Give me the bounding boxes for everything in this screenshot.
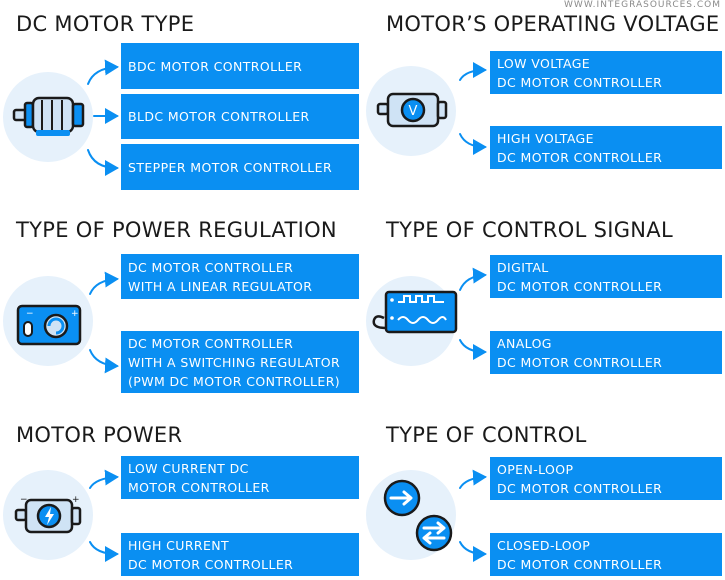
- power-regulator-icon: − +: [16, 304, 82, 346]
- svg-text:−: −: [26, 309, 34, 319]
- arrow-switching: [89, 349, 119, 374]
- box-label: DIGITAL DC MOTOR CONTROLLER: [497, 259, 663, 294]
- section-title-control-signal: TYPE OF CONTROL SIGNAL: [386, 218, 673, 242]
- box-label: HIGH VOLTAGE DC MOTOR CONTROLLER: [497, 130, 663, 165]
- dc-motor-icon: [12, 96, 85, 136]
- box-open-loop: OPEN-LOOP DC MOTOR CONTROLLER: [490, 457, 722, 500]
- box-label: BDC MOTOR CONTROLLER: [128, 58, 303, 74]
- box-high-current: HIGH CURRENT DC MOTOR CONTROLLER: [121, 533, 359, 576]
- box-stepper-controller: STEPPER MOTOR CONTROLLER: [121, 144, 359, 190]
- box-linear-regulator: DC MOTOR CONTROLLER WITH A LINEAR REGULA…: [121, 254, 359, 299]
- box-analog: ANALOG DC MOTOR CONTROLLER: [490, 331, 722, 374]
- box-low-voltage: LOW VOLTAGE DC MOTOR CONTROLLER: [490, 51, 722, 94]
- arrow-low-current: [89, 469, 119, 489]
- box-closed-loop: CLOSED-LOOP DC MOTOR CONTROLLER: [490, 533, 722, 576]
- arrow-bdc: [87, 59, 119, 85]
- box-label: OPEN-LOOP DC MOTOR CONTROLLER: [497, 461, 663, 496]
- svg-text:V: V: [409, 104, 418, 119]
- voltage-motor-icon: V: [376, 92, 448, 128]
- svg-text:+: +: [71, 309, 79, 319]
- arrow-stepper: [87, 149, 119, 176]
- arrow-closed-loop: [459, 541, 487, 562]
- section-title-operating-voltage: MOTOR’S OPERATING VOLTAGE: [386, 12, 720, 36]
- box-switching-regulator: DC MOTOR CONTROLLER WITH A SWITCHING REG…: [121, 331, 359, 393]
- box-low-current: LOW CURRENT DC MOTOR CONTROLLER: [121, 456, 359, 499]
- box-bdc-controller: BDC MOTOR CONTROLLER: [121, 43, 359, 89]
- box-digital: DIGITAL DC MOTOR CONTROLLER: [490, 255, 722, 298]
- box-bldc-controller: BLDC MOTOR CONTROLLER: [121, 94, 359, 139]
- signal-monitor-icon: [372, 290, 458, 334]
- box-label: BLDC MOTOR CONTROLLER: [128, 109, 310, 124]
- svg-text:−: −: [20, 495, 28, 505]
- box-label: HIGH CURRENT DC MOTOR CONTROLLER: [128, 537, 294, 572]
- arrow-high-current: [89, 541, 119, 562]
- arrow-digital: [459, 267, 487, 291]
- watermark: WWW.INTEGRASOURCES.COM: [564, 0, 721, 10]
- box-label: LOW CURRENT DC MOTOR CONTROLLER: [128, 460, 270, 495]
- box-label: ANALOG DC MOTOR CONTROLLER: [497, 335, 663, 370]
- arrow-open-loop: [459, 469, 487, 489]
- arrow-analog: [459, 339, 487, 360]
- box-label: CLOSED-LOOP DC MOTOR CONTROLLER: [497, 537, 663, 572]
- power-motor-icon: + −: [14, 495, 82, 534]
- box-label: STEPPER MOTOR CONTROLLER: [128, 159, 333, 175]
- box-label: LOW VOLTAGE DC MOTOR CONTROLLER: [497, 55, 663, 90]
- arrow-low-voltage: [459, 62, 487, 81]
- arrow-linear: [89, 271, 119, 295]
- control-arrows-icon: [383, 479, 453, 552]
- box-label: DC MOTOR CONTROLLER WITH A LINEAR REGULA…: [128, 259, 313, 294]
- section-title-power-regulation: TYPE OF POWER REGULATION: [16, 218, 337, 242]
- arrow-high-voltage: [459, 133, 487, 155]
- svg-text:+: +: [72, 495, 80, 505]
- section-title-type-of-control: TYPE OF CONTROL: [386, 423, 587, 447]
- section-title-motor-power: MOTOR POWER: [16, 423, 183, 447]
- box-high-voltage: HIGH VOLTAGE DC MOTOR CONTROLLER: [490, 126, 722, 169]
- box-label: DC MOTOR CONTROLLER WITH A SWITCHING REG…: [128, 335, 341, 389]
- section-title-dc-motor-type: DC MOTOR TYPE: [16, 12, 195, 36]
